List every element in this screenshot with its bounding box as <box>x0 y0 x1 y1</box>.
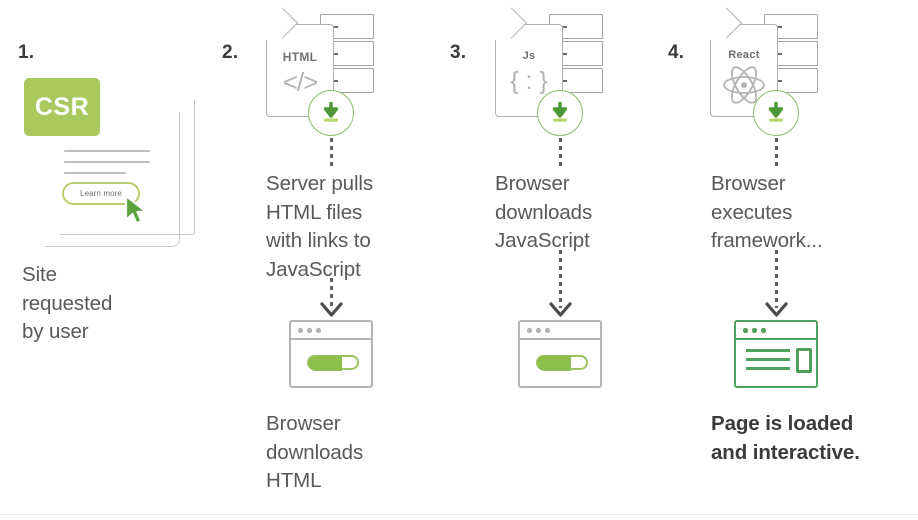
page-sheet-back <box>60 100 195 235</box>
content-line <box>746 349 790 352</box>
page-text-line <box>64 161 150 164</box>
browser-dot-icon <box>298 328 303 333</box>
browser-window-step-2 <box>289 320 373 388</box>
browser-title-bar <box>291 322 371 340</box>
page-text-line <box>64 172 126 175</box>
file-stack-html: HTML </> <box>258 7 384 142</box>
download-badge-step-2 <box>308 90 354 136</box>
bottom-divider <box>0 514 918 515</box>
download-arrow-icon <box>323 102 339 122</box>
connector-dotted <box>330 138 333 166</box>
file-stack-js: Js { : } <box>487 7 613 142</box>
file-stack-react: React <box>702 7 828 142</box>
download-arrow-icon <box>552 102 568 122</box>
browser-dot-icon <box>316 328 321 333</box>
caption-step-4-secondary: Page is loaded and interactive. <box>711 412 860 464</box>
download-arrow-icon <box>768 102 784 122</box>
curly-braces-icon: { : } <box>510 67 548 95</box>
caption-step-3: Browser downloads JavaScript <box>495 172 593 252</box>
browser-title-bar <box>736 322 816 340</box>
caption-step-1: Site requested by user <box>22 263 113 343</box>
connector-dotted <box>775 250 778 308</box>
arrow-head-icon <box>549 302 572 323</box>
browser-dot-icon <box>527 328 532 333</box>
progress-bar <box>307 355 359 371</box>
browser-window-step-3 <box>518 320 602 388</box>
file-type-label: HTML <box>282 50 318 64</box>
content-line <box>746 358 790 361</box>
download-badge-step-4 <box>753 90 799 136</box>
browser-dot-icon <box>307 328 312 333</box>
browser-dot-icon <box>743 328 748 333</box>
progress-bar <box>536 355 588 371</box>
learn-more-button[interactable]: Learn more <box>62 182 140 205</box>
browser-window-loaded <box>734 320 818 388</box>
csr-illustration: Learn more CSR <box>20 72 210 252</box>
content-box <box>796 348 812 373</box>
browser-dot-icon <box>536 328 541 333</box>
download-badge-step-3 <box>537 90 583 136</box>
connector-dotted <box>330 278 333 308</box>
progress-bar-fill <box>308 356 342 371</box>
step-number-2: 2. <box>222 42 239 63</box>
connector-dotted <box>559 250 562 308</box>
file-type-label: Js <box>522 50 536 62</box>
step-number-4: 4. <box>668 42 685 63</box>
cursor-arrow-icon <box>123 194 153 231</box>
arrow-head-icon <box>320 302 343 323</box>
browser-dot-icon <box>752 328 757 333</box>
code-brackets-icon: </> <box>282 67 319 97</box>
browser-dot-icon <box>545 328 550 333</box>
caption-step-4: Browser executes framework... <box>711 172 823 252</box>
browser-title-bar <box>520 322 600 340</box>
page-sheet-front <box>45 112 180 247</box>
caption-step-2-secondary: Browser downloads HTML <box>266 412 364 492</box>
connector-dotted <box>775 138 778 166</box>
csr-badge-label: CSR <box>34 92 90 121</box>
arrow-head-icon <box>765 302 788 323</box>
step-number-1: 1. <box>18 42 35 63</box>
browser-dot-icon <box>761 328 766 333</box>
step-number-3: 3. <box>450 42 467 63</box>
react-atom-icon <box>710 65 778 105</box>
learn-more-label: Learn more <box>80 189 122 198</box>
page-text-line <box>64 150 150 153</box>
connector-dotted <box>559 138 562 166</box>
caption-step-2: Server pulls HTML files with links to Ja… <box>266 172 374 281</box>
content-line <box>746 367 790 370</box>
file-type-label: React <box>728 49 760 61</box>
csr-badge: CSR <box>24 78 100 136</box>
progress-bar-fill <box>537 356 571 371</box>
